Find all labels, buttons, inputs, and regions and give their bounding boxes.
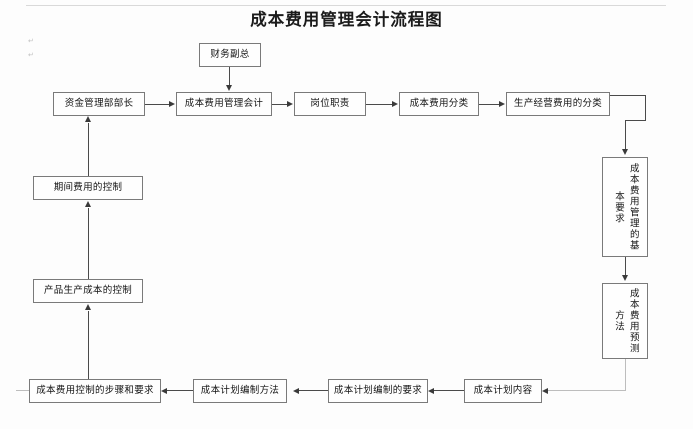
edge-accounting-to-duties bbox=[272, 104, 288, 105]
edge-fund-to-accounting bbox=[145, 104, 170, 105]
node-cost-classification[interactable]: 成本费用分类 bbox=[399, 92, 479, 116]
node-product-cost-control[interactable]: 产品生产成本的控制 bbox=[33, 279, 143, 303]
node-cfo[interactable]: 财务副总 bbox=[199, 43, 261, 67]
arrowhead-up-icon bbox=[84, 201, 91, 207]
edge-plan-content-to-requirements bbox=[434, 390, 464, 391]
edge-plan-requirements-to-methods bbox=[299, 390, 328, 391]
edge-control-steps-to-product-cost bbox=[88, 311, 89, 379]
arrowhead-left-icon bbox=[293, 387, 299, 394]
arrowhead-right-icon bbox=[287, 100, 293, 107]
node-cost-mgmt-accounting[interactable]: 成本费用管理会计 bbox=[176, 92, 272, 116]
arrowhead-up-icon bbox=[84, 304, 91, 310]
page-title: 成本费用管理会计流程图 bbox=[250, 10, 443, 29]
edge-duties-to-classification bbox=[366, 104, 393, 105]
arrowhead-right-icon bbox=[499, 100, 505, 107]
arrowhead-down-icon bbox=[226, 85, 232, 91]
arrowhead-left-icon bbox=[542, 387, 548, 394]
node-forecast-methods[interactable]: 成本费用预测方法 bbox=[602, 283, 648, 359]
node-basic-requirements[interactable]: 成本费用管理的基本要求 bbox=[602, 157, 648, 257]
arrowhead-left-icon bbox=[161, 387, 167, 394]
edge-product-cost-to-period-expense bbox=[88, 208, 89, 279]
edge-forecast-down bbox=[625, 359, 626, 390]
arrowhead-left-icon bbox=[428, 387, 434, 394]
edge-operating-down-a bbox=[645, 95, 646, 120]
edge-operating-right-stub bbox=[610, 95, 646, 96]
arrowhead-right-icon bbox=[392, 100, 398, 107]
node-plan-methods[interactable]: 成本计划编制方法 bbox=[193, 379, 287, 403]
arrowhead-right-icon bbox=[169, 100, 175, 107]
node-plan-content[interactable]: 成本计划内容 bbox=[464, 379, 542, 403]
node-job-duties[interactable]: 岗位职责 bbox=[294, 92, 366, 116]
node-operating-cost-classification[interactable]: 生产经营费用的分类 bbox=[506, 92, 610, 116]
paragraph-mark-icon: ↵ bbox=[28, 51, 34, 59]
arrowhead-down-icon bbox=[621, 275, 628, 281]
edge-forecast-to-plan-content bbox=[548, 390, 626, 391]
edge-classification-to-operating bbox=[479, 104, 500, 105]
arrowhead-down-icon bbox=[621, 149, 628, 155]
edge-period-expense-to-fund-head bbox=[88, 123, 89, 176]
edge-requirements-to-forecast bbox=[625, 257, 626, 276]
page-top-rule bbox=[26, 5, 666, 6]
node-period-expense-control[interactable]: 期间费用的控制 bbox=[33, 176, 143, 200]
node-fund-dept-head[interactable]: 资金管理部部长 bbox=[53, 92, 145, 116]
node-control-steps[interactable]: 成本费用控制的步骤和要求 bbox=[29, 379, 161, 403]
edge-operating-jog bbox=[625, 120, 646, 121]
arrowhead-up-icon bbox=[84, 116, 91, 122]
edge-plan-methods-to-control-steps bbox=[167, 390, 193, 391]
edge-cfo-to-accounting bbox=[229, 67, 230, 86]
node-plan-requirements[interactable]: 成本计划编制的要求 bbox=[328, 379, 428, 403]
edge-control-steps-left-stub bbox=[16, 390, 29, 391]
paragraph-mark-icon: ↵ bbox=[28, 37, 34, 45]
edge-operating-down-b bbox=[625, 120, 626, 150]
